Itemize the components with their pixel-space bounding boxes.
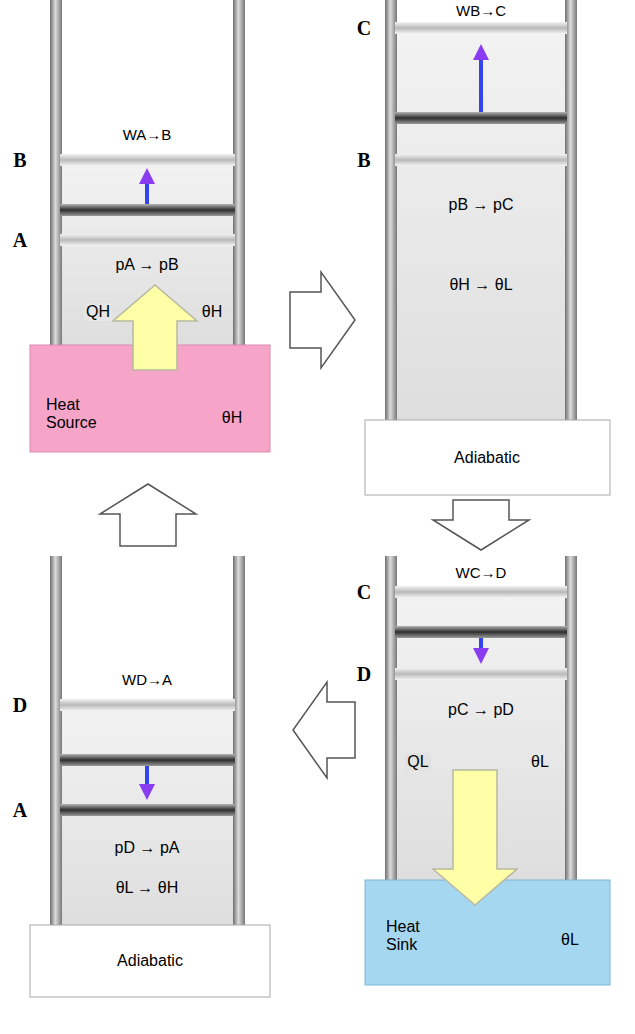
piston [60, 804, 235, 816]
node-subtext: θH → θL [449, 276, 512, 294]
node-subtext: θL [531, 753, 549, 771]
heat-label: QH [84, 303, 112, 321]
piston-position [60, 154, 235, 166]
heat-source-box: Heat Source θH [30, 345, 270, 452]
node-subtext: θL [561, 931, 579, 949]
node-subtext: pD → pA [115, 839, 180, 857]
cylinder: WD→A pD → pA θL → θH [62, 556, 233, 925]
piston [60, 204, 235, 216]
piston-position [395, 586, 567, 598]
cylinder-wall [565, 0, 577, 420]
cylinder-wall [385, 556, 397, 880]
heat-sink-block [365, 880, 610, 985]
node-subtext: pC → pD [448, 701, 514, 719]
node-text: Adiabatic [454, 449, 520, 467]
cylinder-wall [233, 0, 245, 345]
cylinder: WA→B pA → pB θH [62, 0, 233, 345]
state-letter: B [13, 149, 26, 171]
piston-position [395, 154, 567, 166]
adiabatic-box: Adiabatic [365, 420, 610, 495]
adiabatic-block [30, 925, 270, 997]
adiabatic-block [365, 420, 610, 495]
cycle-step-arrow [433, 500, 529, 550]
cylinder-wall [50, 556, 62, 925]
cylinder-wall [50, 0, 62, 345]
adiabatic-box: Adiabatic [30, 925, 270, 997]
node-text: WB→C [456, 2, 506, 19]
state-letter: C [357, 17, 371, 39]
piston-position [395, 668, 567, 680]
piston-motion-arrow [139, 168, 155, 184]
piston-motion-arrow [145, 766, 149, 786]
piston-position [395, 22, 567, 34]
node-text: Heat Sink [386, 918, 450, 955]
state-letter: A [13, 799, 27, 821]
node-text: Heat Source [46, 396, 110, 433]
piston-motion-arrow [473, 44, 489, 60]
node-text: WC→D [456, 564, 507, 581]
node-text: Adiabatic [117, 952, 183, 970]
cycle-step-arrow [290, 272, 355, 368]
node-subtext: pB → pC [449, 196, 514, 214]
node-subtext: θH [202, 303, 222, 321]
heat-sink-box: Heat Sink θL [365, 880, 610, 985]
piston [395, 626, 567, 638]
node-text: WA→B [123, 126, 172, 143]
gas-region [397, 22, 565, 420]
state-letter: B [357, 149, 370, 171]
heat-flow-arrow [113, 285, 197, 370]
piston-motion-arrow [145, 182, 149, 204]
piston-position [60, 699, 235, 711]
heat-label: QL [405, 753, 430, 771]
node-subtext: θL → θH [116, 879, 179, 897]
cylinder-wall [385, 0, 397, 420]
state-letter: D [357, 663, 371, 685]
cylinder-wall [233, 556, 245, 925]
piston [60, 754, 235, 766]
heat-flow-arrow [433, 770, 517, 905]
node-subtext: pA → pB [115, 256, 178, 274]
cylinder-wall [565, 556, 577, 880]
state-letter: C [357, 581, 371, 603]
piston-motion-arrow [139, 784, 155, 800]
state-letter: D [13, 694, 27, 716]
cycle-step-arrow [293, 682, 355, 778]
piston-position [60, 234, 235, 246]
piston-motion-arrow [479, 58, 483, 112]
state-letter: A [13, 229, 27, 251]
node-text: WD→A [122, 671, 172, 688]
cylinder: WC→D pC → pD θL [397, 556, 565, 880]
piston [395, 112, 567, 124]
cylinder: WB→C pB → pC θH → θL [397, 0, 565, 420]
cycle-step-arrow [100, 484, 196, 546]
node-subtext: θH [222, 409, 242, 427]
piston-motion-arrow [473, 648, 489, 664]
